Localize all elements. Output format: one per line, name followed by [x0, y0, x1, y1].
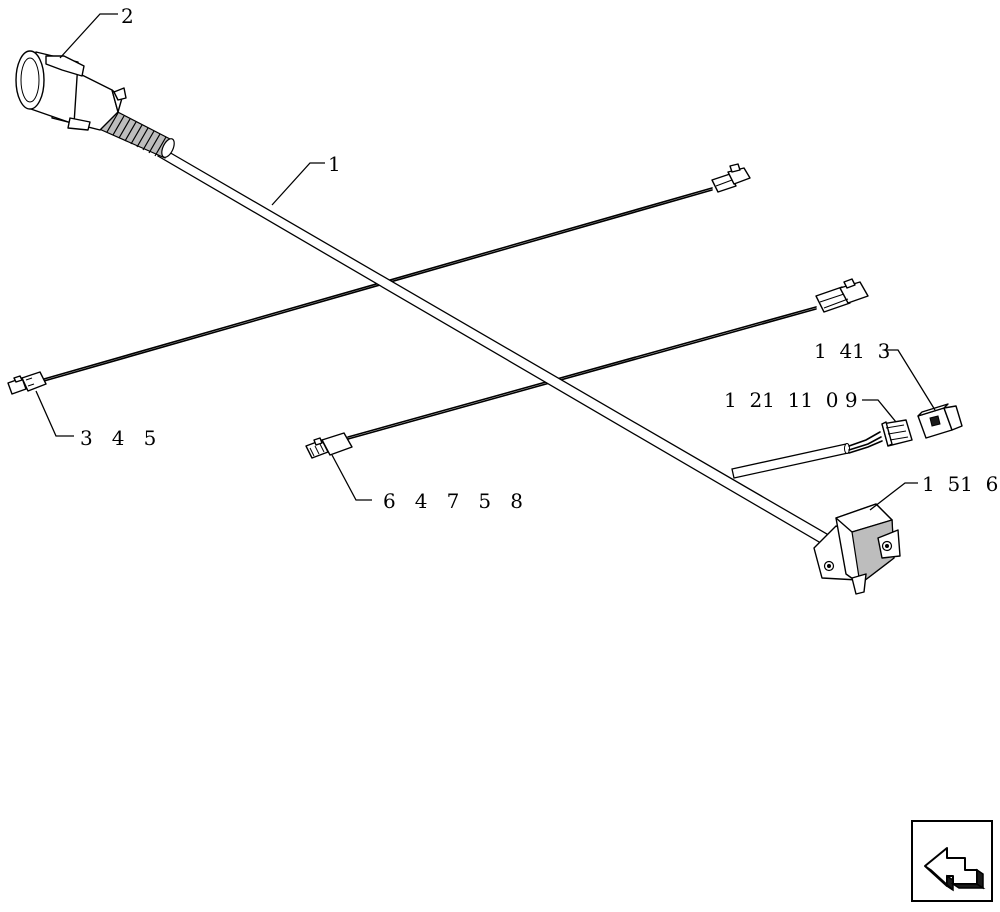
return-button[interactable]: [911, 820, 993, 902]
branch-tube: [731, 431, 883, 479]
callout-socket: 1 51 6: [922, 472, 998, 496]
right-connector: [815, 278, 869, 313]
mating-plug: [917, 403, 963, 439]
callout-left-connector: 3 4 5: [80, 426, 156, 450]
main-harness-cable: [157, 147, 833, 547]
plug-connector: [15, 50, 175, 159]
upper-right-connector: [711, 163, 751, 193]
middle-right-connector: [881, 419, 913, 447]
return-arrow-icon: [911, 820, 993, 902]
center-connector: [305, 432, 353, 459]
left-connector: [7, 371, 47, 395]
leader-lines: [35, 13, 936, 511]
callout-plug: 2: [121, 4, 134, 28]
trailer-socket: [813, 503, 901, 595]
callout-upper-right-connector: 1 41 3: [814, 339, 890, 363]
callout-middle-right-connector: 1 21 11 0 9: [724, 388, 858, 412]
center-branch-wire: [347, 306, 817, 440]
callout-main-harness: 1: [328, 152, 341, 176]
callout-center-connector: 6 4 7 5 8: [383, 489, 523, 513]
